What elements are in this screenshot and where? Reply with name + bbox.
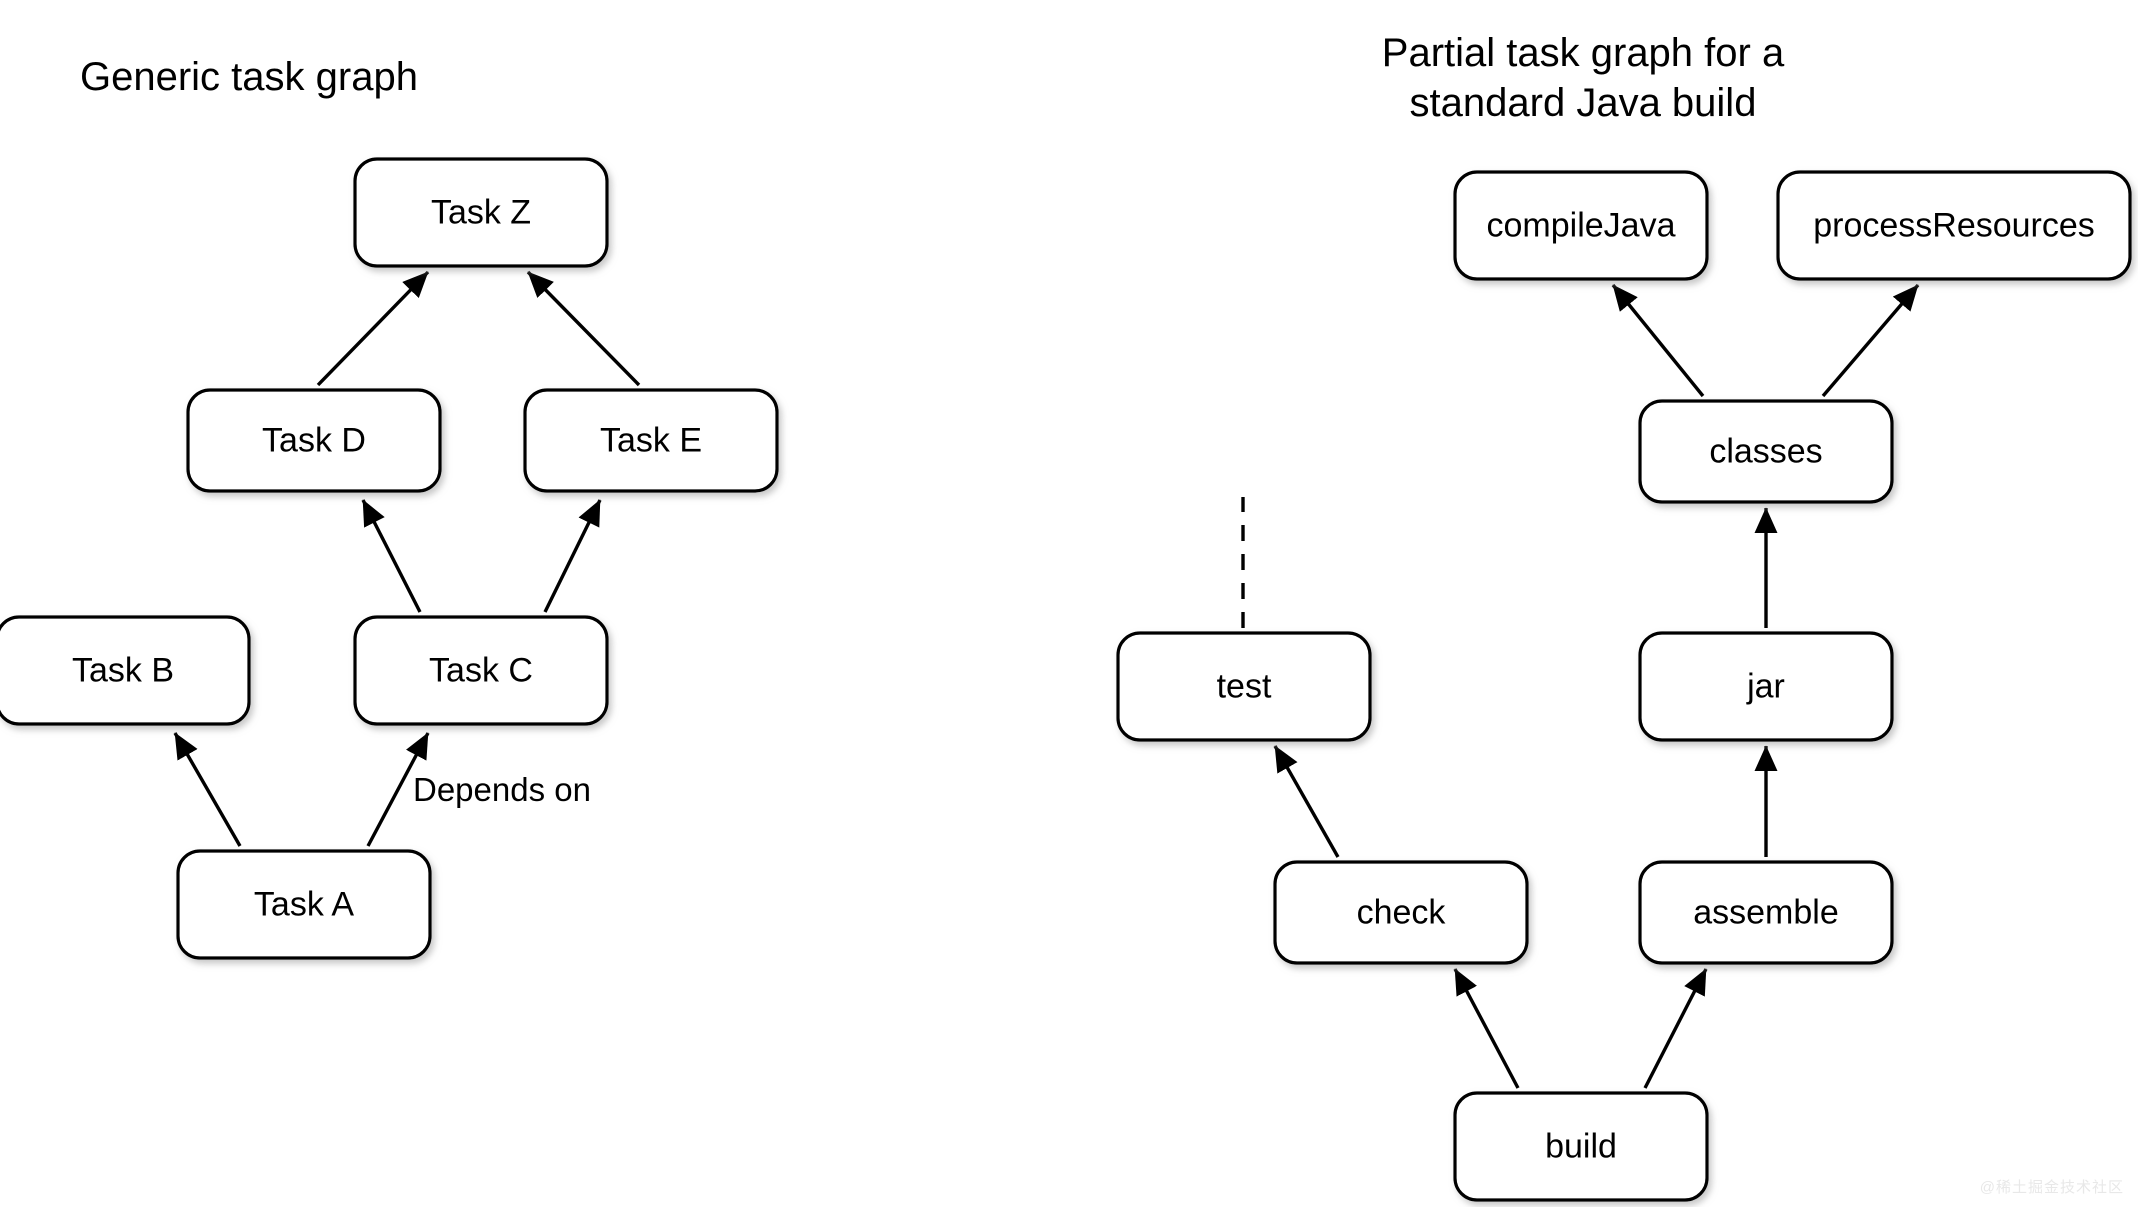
node-label: Task D (262, 421, 366, 459)
node-taskB[interactable]: Task B (0, 615, 251, 726)
node-label: Task C (429, 651, 533, 689)
node-box[interactable] (0, 615, 251, 726)
edge-taskC-to-taskD (361, 499, 422, 613)
node-check[interactable]: check (1273, 860, 1529, 965)
node-taskE[interactable]: Task E (523, 388, 779, 493)
node-label: classes (1709, 432, 1822, 470)
node-processResources[interactable]: processResources (1776, 170, 2132, 281)
node-label: build (1545, 1127, 1617, 1165)
node-taskZ[interactable]: Task Z (353, 157, 609, 268)
node-test[interactable]: test (1116, 631, 1372, 742)
node-label: assemble (1693, 893, 1839, 931)
node-label: compileJava (1487, 206, 1676, 244)
panel-title: Generic task graph (80, 55, 418, 99)
node-box[interactable] (1273, 860, 1529, 965)
nodes-group: Task Z Task D Task E Task B Task C Task A (0, 157, 779, 960)
node-jar[interactable]: jar (1638, 631, 1894, 742)
node-box[interactable] (176, 849, 432, 960)
edge-taskD-to-taskZ (316, 270, 430, 387)
edge-taskC-to-taskE (543, 499, 602, 613)
node-box[interactable] (1453, 1091, 1709, 1202)
edge-build-to-check (1453, 968, 1520, 1089)
edge-classes-to-processResources (1821, 283, 1920, 398)
node-box[interactable] (523, 388, 779, 493)
edge-build-to-assemble (1643, 968, 1708, 1089)
node-box[interactable] (1638, 860, 1894, 965)
node-classes[interactable]: classes (1638, 399, 1894, 504)
edge-label: Depends on (413, 771, 591, 808)
panel-java-build: Partial task graph for a standard Java bu… (1116, 31, 2132, 1202)
node-box[interactable] (1776, 170, 2132, 281)
panel-title-line: Generic task graph (80, 55, 418, 99)
node-box[interactable] (1453, 170, 1709, 281)
node-build[interactable]: build (1453, 1091, 1709, 1202)
node-box[interactable] (353, 157, 609, 268)
panel-title: Partial task graph for a standard Java bu… (1382, 31, 1785, 125)
node-box[interactable] (1116, 631, 1372, 742)
node-box[interactable] (1638, 631, 1894, 742)
edge-taskA-to-taskB (173, 732, 242, 847)
panel-title-line: Partial task graph for a (1382, 31, 1785, 75)
node-taskC[interactable]: Task C (353, 615, 609, 726)
node-box[interactable] (186, 388, 442, 493)
edge-check-to-test (1273, 745, 1340, 858)
watermark-text: @稀土掘金技术社区 (1979, 1179, 2124, 1196)
node-taskD[interactable]: Task D (186, 388, 442, 493)
edge-taskE-to-taskZ (526, 270, 641, 387)
node-label: Task E (600, 421, 702, 459)
nodes-group: compileJava processResources classes test ja… (1116, 170, 2132, 1202)
node-label: jar (1746, 667, 1785, 705)
edge-taskA-to-taskC (366, 732, 430, 847)
node-box[interactable] (1638, 399, 1894, 504)
node-box[interactable] (353, 615, 609, 726)
node-label: test (1217, 667, 1272, 705)
node-assemble[interactable]: assemble (1638, 860, 1894, 965)
panel-title-line: standard Java build (1410, 81, 1757, 125)
edges-group (173, 270, 641, 847)
node-label: Task B (72, 651, 174, 689)
edges-group (1241, 283, 1920, 1089)
node-compileJava[interactable]: compileJava (1453, 170, 1709, 281)
node-taskA[interactable]: Task A (176, 849, 432, 960)
node-label: check (1357, 893, 1447, 931)
node-label: Task Z (431, 193, 531, 231)
edge-classes-to-compileJava (1611, 283, 1705, 398)
node-label: Task A (254, 885, 354, 923)
node-label: processResources (1813, 206, 2095, 244)
